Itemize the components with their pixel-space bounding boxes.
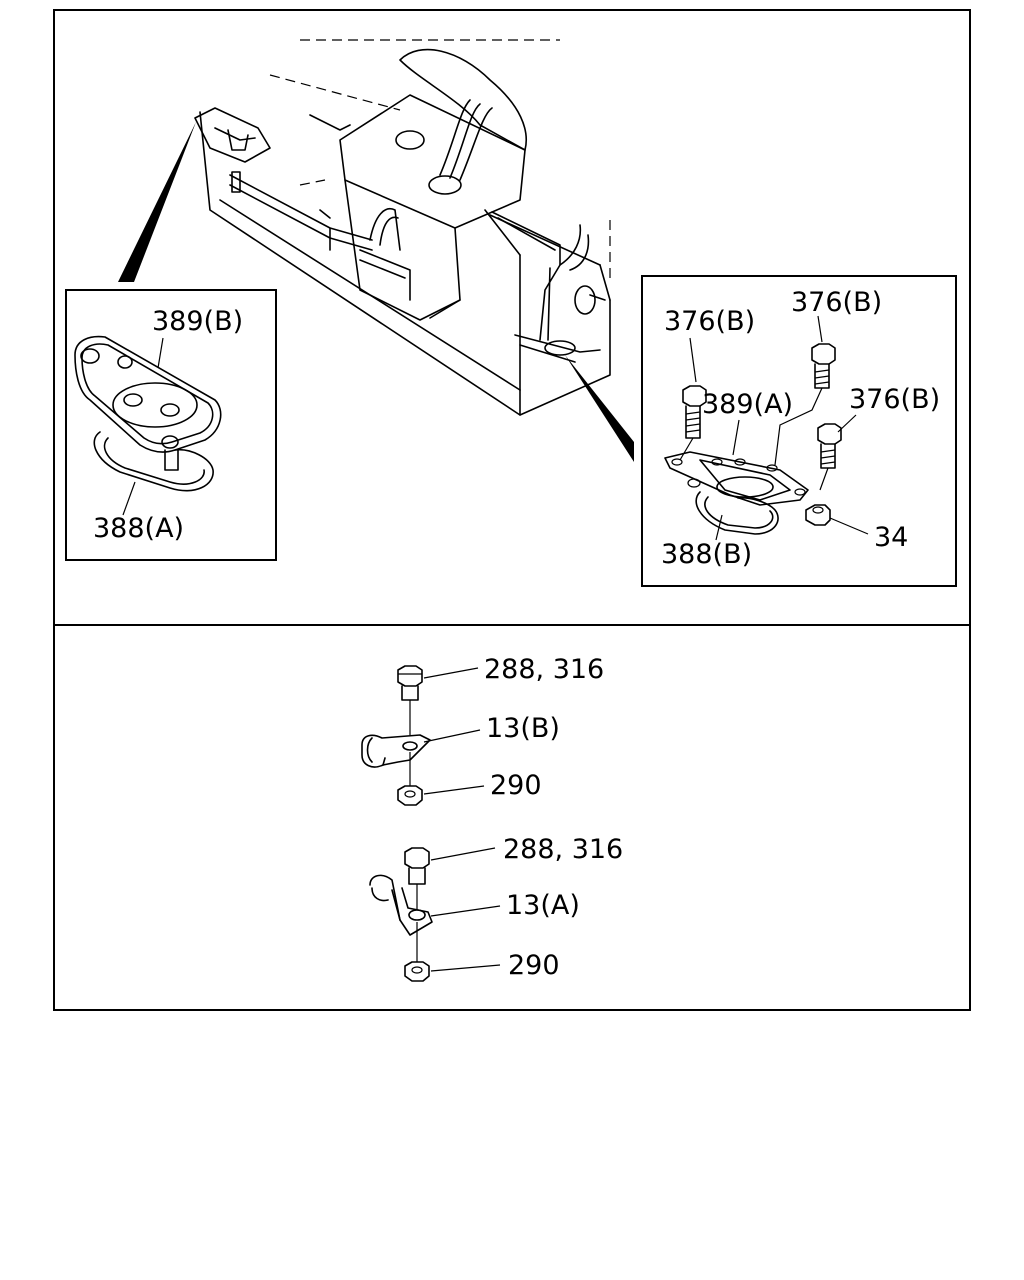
- label-290-bottom: 290: [508, 950, 560, 981]
- clamp-13a-assembly: [369, 847, 433, 982]
- label-376b-3: 376(B): [849, 384, 940, 415]
- label-290-top: 290: [490, 770, 542, 801]
- pad-389b-drawing: [74, 335, 222, 471]
- label-376b-2: 376(B): [791, 287, 882, 318]
- seal-388a-drawing: [93, 431, 214, 492]
- detail-box-left: [65, 289, 277, 561]
- seal-388b-drawing: [695, 491, 779, 535]
- clamp-13b-assembly: [361, 665, 431, 806]
- label-376b-1: 376(B): [664, 306, 755, 337]
- label-13b: 13(B): [486, 713, 560, 744]
- label-288-316-bottom: 288, 316: [503, 834, 623, 865]
- callout-wedge-left: [118, 122, 196, 282]
- label-13a: 13(A): [506, 890, 580, 921]
- label-34: 34: [874, 522, 908, 553]
- detail-box-right: [641, 275, 957, 587]
- label-388a: 388(A): [93, 513, 184, 544]
- outer-frame: [53, 9, 971, 1011]
- callout-wedge-right: [565, 355, 634, 462]
- bolts-376b-drawing: [679, 343, 842, 491]
- label-389a: 389(A): [702, 389, 793, 420]
- label-389b-left: 389(B): [152, 306, 243, 337]
- bracket-389a-drawing: [664, 451, 809, 506]
- console-assembly-drawing: [194, 39, 611, 416]
- nut-34-drawing: [805, 504, 831, 526]
- label-388b: 388(B): [661, 539, 752, 570]
- label-288-316-top: 288, 316: [484, 654, 604, 685]
